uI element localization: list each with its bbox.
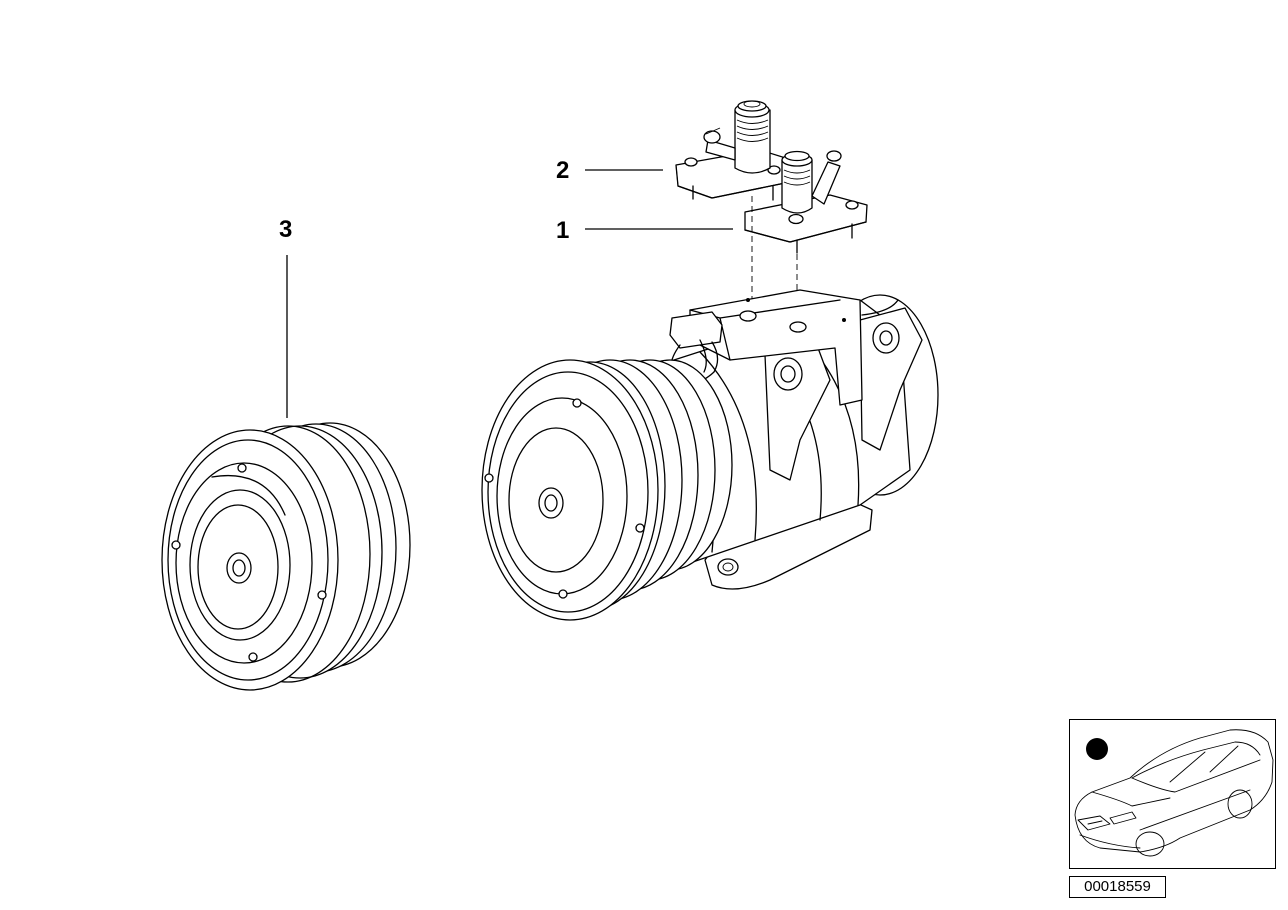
part-3-clutch-drawing[interactable] <box>161 422 411 691</box>
callout-3[interactable]: 3 <box>279 216 292 418</box>
car-outline-icon <box>1074 729 1274 857</box>
diagram-number-label: 00018559 <box>1069 876 1166 898</box>
callout-1[interactable]: 1 <box>556 217 733 244</box>
part-2-flange-drawing[interactable] <box>675 100 793 201</box>
vehicle-reference-box <box>1069 719 1276 869</box>
callout-2-number: 2 <box>556 157 569 184</box>
compressor-drawing[interactable] <box>481 289 939 621</box>
part-1-flange-drawing[interactable] <box>744 150 868 320</box>
location-marker-icon <box>1086 738 1108 760</box>
callout-3-number: 3 <box>279 216 292 243</box>
callout-1-number: 1 <box>556 217 569 244</box>
callout-2[interactable]: 2 <box>556 157 663 184</box>
